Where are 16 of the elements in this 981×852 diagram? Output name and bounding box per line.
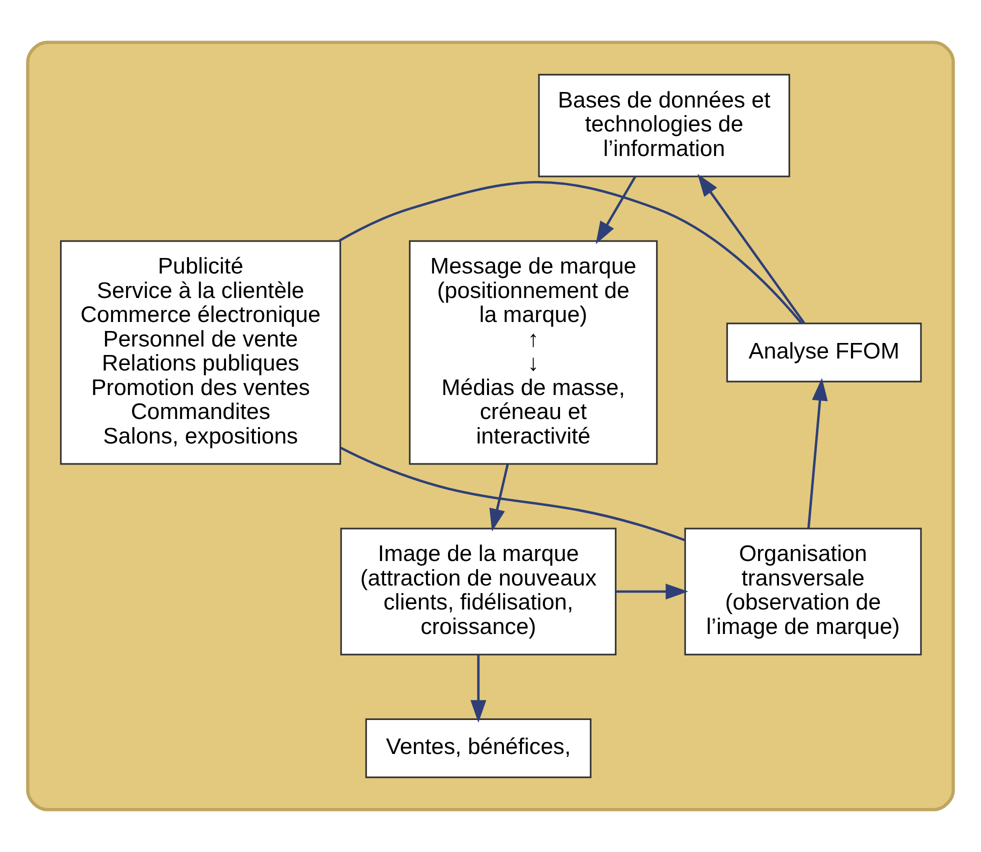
node-box: Analyse FFOM	[726, 322, 922, 382]
node-box: Publicité Service à la clientèle Commerce électronique Personnel de vente Relations publiques Promotion des ventes Commandites Salons, expositions	[60, 240, 342, 465]
node-box: Organisation transversale (observation de l’image de marque)	[684, 528, 922, 656]
connector	[340, 446, 686, 542]
arrow	[697, 174, 806, 324]
node-box: Bases de données et technologies de l’information	[538, 74, 790, 178]
arrow	[489, 464, 509, 532]
cluster	[26, 40, 955, 812]
node-box: Image de la marque (attraction de nouveaux clients, fidélisation, croissance)	[340, 528, 616, 656]
connector	[338, 181, 802, 324]
arrow	[616, 584, 688, 600]
arrow	[807, 378, 828, 528]
node-box: Ventes, bénéfices,	[365, 718, 592, 778]
arrow	[596, 176, 636, 244]
node-box: Message de marque (positionnement de la marque) ↑ ↓ Médias de masse, créneau et interactivité	[408, 240, 658, 465]
arrow	[470, 654, 486, 723]
